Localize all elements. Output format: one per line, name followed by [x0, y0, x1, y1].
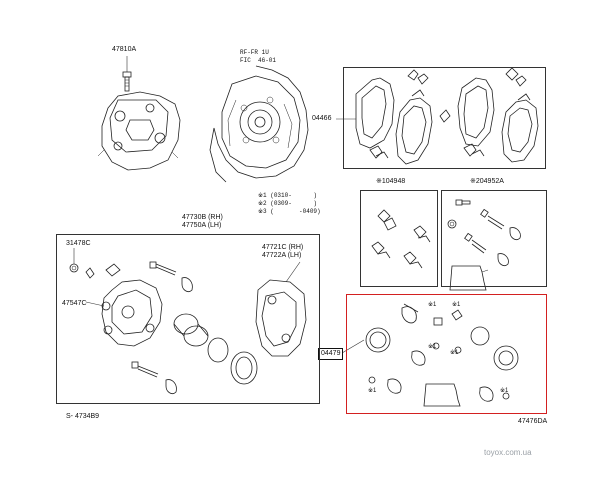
part-04479-label[interactable]: 04479	[318, 348, 344, 360]
kit-mark-1c: ※1	[428, 344, 437, 350]
caliper-assembly-box	[56, 234, 320, 404]
section-reference: S- 4734B9	[66, 413, 100, 420]
bolt-47810a-illustration	[122, 71, 132, 92]
note-2: ※2 (0309- )	[258, 200, 318, 207]
piston-seals-illustration	[173, 313, 258, 385]
kit-mark-1f: ※1	[500, 388, 509, 394]
clip-kit-box	[360, 190, 438, 287]
seal-kit-illustration	[365, 303, 519, 407]
part-47750a-label[interactable]: 47750A (LH)	[182, 222, 222, 229]
part-204952a-label[interactable]: ※204952A	[470, 178, 504, 185]
kit-mark-1a: ※1	[428, 302, 437, 308]
kit-mark-1e: ※1	[368, 388, 377, 394]
part-31478c-label[interactable]: 31478C	[66, 240, 91, 247]
slide-pin-kit-illustration	[447, 199, 521, 291]
watermark: toyox.com.ua	[484, 448, 532, 457]
clip-kit-illustration	[371, 209, 431, 269]
brake-pads-illustration	[355, 67, 539, 165]
part-47547c-label[interactable]: 47547C	[62, 300, 87, 307]
figure-reference: 47476DA	[518, 418, 548, 425]
kit-mark-1b: ※1	[452, 302, 461, 308]
seal-kit-box	[346, 294, 547, 414]
kit-mark-1d: ※1	[450, 350, 459, 356]
part-47722a-label[interactable]: 47722A (LH)	[262, 252, 302, 259]
fic-label: FIC 46-01	[240, 57, 277, 64]
note-1: ※1 (0310- )	[258, 192, 318, 199]
brake-pad-set-box	[343, 67, 546, 169]
slide-pin-kit-box	[441, 190, 547, 287]
caliper-body-illustration	[69, 261, 193, 394]
backing-plate-illustration	[209, 65, 309, 183]
caliper-bracket-illustration	[97, 91, 181, 171]
note-3: ※3 ( -0409)	[258, 208, 321, 215]
part-104948-label[interactable]: ※104948	[376, 178, 406, 185]
pad-support-bracket-illustration	[255, 279, 307, 357]
part-47810a-label[interactable]: 47810A	[112, 46, 137, 53]
rf-fr-label: RF-FR 1U	[240, 49, 269, 56]
part-47721c-label[interactable]: 47721C (RH)	[262, 244, 304, 251]
part-04466-label[interactable]: 04466	[312, 115, 332, 122]
part-47730b-label[interactable]: 47730B (RH)	[182, 214, 223, 221]
